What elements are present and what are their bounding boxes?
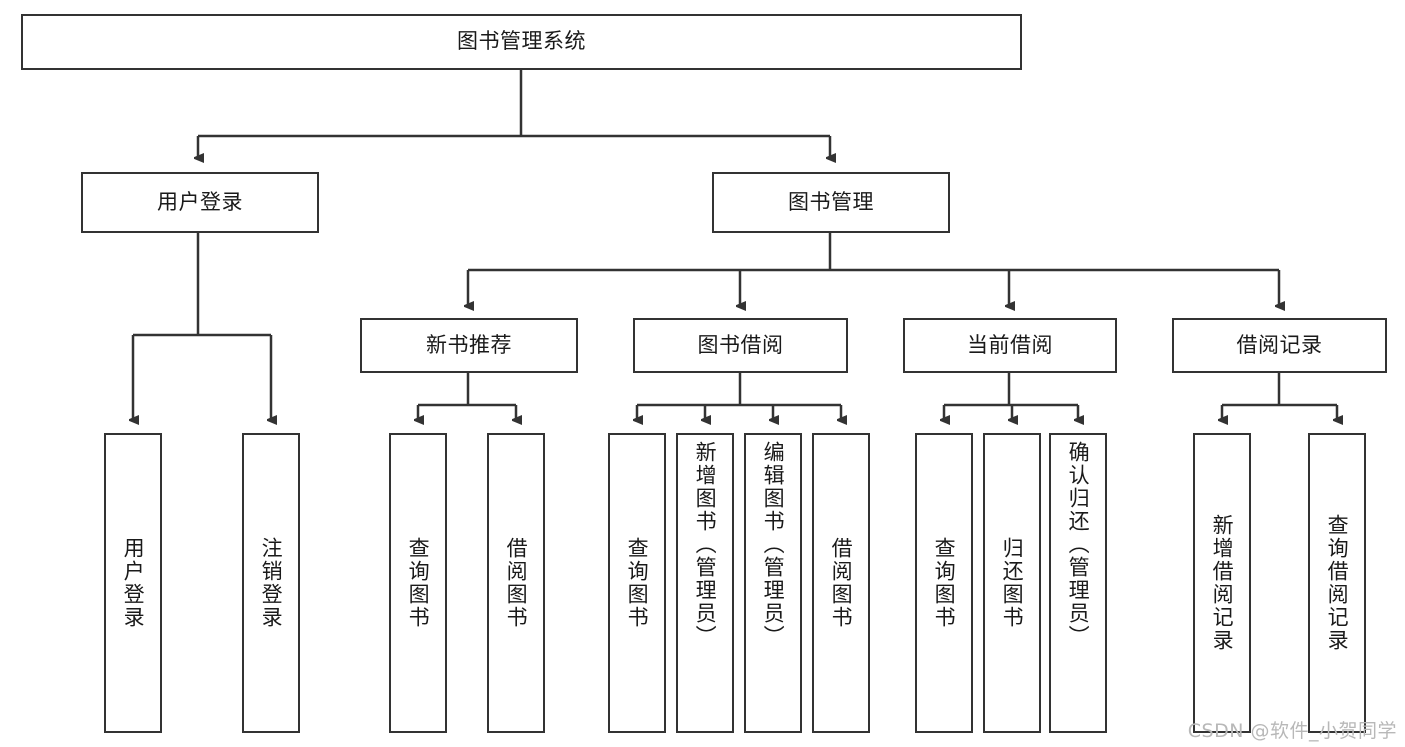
node-user-login-label: 用户登录 — [157, 189, 243, 214]
node-leaf-add-book-label: 新增图书（管理员） — [693, 441, 718, 648]
node-leaf-add-record[interactable]: 新增借阅记录 — [1193, 433, 1251, 733]
node-current-borrow-label: 当前借阅 — [967, 332, 1053, 357]
node-book-manage-label: 图书管理 — [788, 189, 874, 214]
node-leaf-query-book-3-label: 查询图书 — [932, 537, 957, 629]
node-leaf-query-record[interactable]: 查询借阅记录 — [1308, 433, 1366, 733]
node-borrow-record-label: 借阅记录 — [1236, 332, 1323, 357]
node-new-book-recommend[interactable]: 新书推荐 — [360, 318, 578, 373]
node-leaf-logout-label: 注销登录 — [259, 537, 284, 629]
node-leaf-query-book-3[interactable]: 查询图书 — [915, 433, 973, 733]
node-leaf-add-book[interactable]: 新增图书（管理员） — [676, 433, 734, 733]
node-leaf-return-book-label: 归还图书 — [1000, 537, 1025, 629]
node-leaf-confirm-return[interactable]: 确认归还（管理员） — [1049, 433, 1107, 733]
node-leaf-borrow-book-1[interactable]: 借阅图书 — [487, 433, 545, 733]
node-leaf-add-record-label: 新增借阅记录 — [1210, 514, 1235, 652]
node-leaf-user-login-label: 用户登录 — [121, 537, 146, 629]
node-root[interactable]: 图书管理系统 — [21, 14, 1022, 70]
node-leaf-query-book-2[interactable]: 查询图书 — [608, 433, 666, 733]
node-leaf-query-book-1-label: 查询图书 — [406, 537, 431, 629]
node-book-manage[interactable]: 图书管理 — [712, 172, 950, 233]
node-user-login[interactable]: 用户登录 — [81, 172, 319, 233]
node-book-borrow-label: 图书借阅 — [697, 332, 784, 357]
node-leaf-query-book-1[interactable]: 查询图书 — [389, 433, 447, 733]
node-leaf-edit-book-label: 编辑图书（管理员） — [761, 441, 786, 648]
node-leaf-logout[interactable]: 注销登录 — [242, 433, 300, 733]
node-leaf-return-book[interactable]: 归还图书 — [983, 433, 1041, 733]
node-leaf-borrow-book-2[interactable]: 借阅图书 — [812, 433, 870, 733]
node-book-borrow[interactable]: 图书借阅 — [633, 318, 848, 373]
node-current-borrow[interactable]: 当前借阅 — [903, 318, 1117, 373]
node-leaf-borrow-book-1-label: 借阅图书 — [504, 537, 529, 629]
node-leaf-query-book-2-label: 查询图书 — [625, 537, 650, 629]
node-root-label: 图书管理系统 — [457, 29, 586, 54]
node-new-book-recommend-label: 新书推荐 — [426, 332, 512, 357]
node-leaf-confirm-return-label: 确认归还（管理员） — [1066, 441, 1091, 648]
node-leaf-query-record-label: 查询借阅记录 — [1325, 514, 1350, 652]
node-leaf-borrow-book-2-label: 借阅图书 — [829, 537, 854, 629]
node-leaf-user-login[interactable]: 用户登录 — [104, 433, 162, 733]
node-borrow-record[interactable]: 借阅记录 — [1172, 318, 1387, 373]
node-leaf-edit-book[interactable]: 编辑图书（管理员） — [744, 433, 802, 733]
